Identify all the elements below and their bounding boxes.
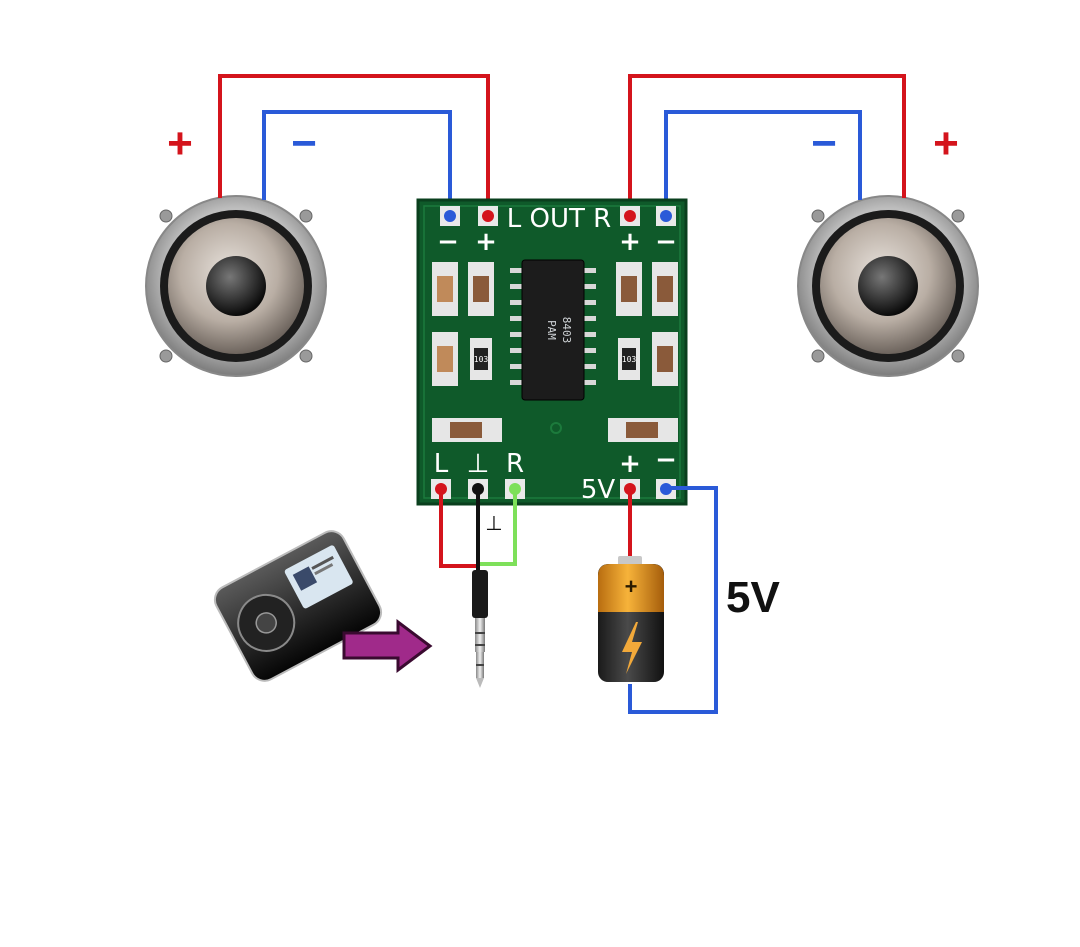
right-speaker: − + xyxy=(797,119,979,377)
voltage-label: 5V xyxy=(726,573,780,622)
power-plus-label: + xyxy=(619,449,641,479)
amplifier-chip: PAM 8403 xyxy=(510,259,596,401)
input-wires xyxy=(439,492,517,572)
power-negative-wire xyxy=(628,486,718,714)
input-right-label: R xyxy=(506,449,524,479)
out-left-plus-label: + xyxy=(475,227,497,257)
right-speaker-minus-label: − xyxy=(811,119,837,168)
arrow-right-icon xyxy=(342,619,433,673)
resistors: 103 103 xyxy=(470,338,640,380)
power-wires xyxy=(628,486,718,714)
power-minus-label: − xyxy=(655,445,677,475)
resistor-left-code: 103 xyxy=(474,355,489,364)
resistor-right-code: 103 xyxy=(622,355,637,364)
power-5v-label: 5V xyxy=(581,475,616,505)
battery-plus-label: + xyxy=(625,574,638,599)
speaker-icon xyxy=(797,195,979,377)
left-speaker-plus-label: + xyxy=(167,119,193,168)
left-speaker: + − xyxy=(145,119,327,377)
out-left-minus-label: − xyxy=(437,227,459,257)
ground-symbol: ⊥ xyxy=(485,513,502,535)
left-speaker-minus-label: − xyxy=(291,119,317,168)
right-negative-wire xyxy=(664,110,862,214)
input-ground-label: ⊥ xyxy=(467,449,490,479)
right-speaker-plus-label: + xyxy=(933,119,959,168)
input-left-wire xyxy=(439,492,480,568)
audio-jack-icon xyxy=(472,570,488,688)
output-pads xyxy=(440,206,676,226)
left-positive-wire xyxy=(218,74,490,214)
speaker-wires xyxy=(218,74,906,214)
capacitors xyxy=(432,262,678,442)
right-positive-wire xyxy=(628,74,906,214)
amplifier-board: L OUT R − + + − PAM 8403 xyxy=(416,198,688,506)
battery-icon: + xyxy=(598,556,664,682)
speaker-icon xyxy=(145,195,327,377)
out-right-minus-label: − xyxy=(655,227,677,257)
out-right-plus-label: + xyxy=(619,227,641,257)
input-pads xyxy=(431,479,525,499)
output-label: L OUT R xyxy=(507,204,611,234)
input-left-label: L xyxy=(434,449,449,479)
left-negative-wire xyxy=(262,110,452,214)
mp3-player-icon xyxy=(213,530,383,682)
input-right-wire xyxy=(480,492,517,566)
chip-marking-line1: PAM xyxy=(545,320,558,340)
chip-marking-line2: 8403 xyxy=(560,317,573,344)
